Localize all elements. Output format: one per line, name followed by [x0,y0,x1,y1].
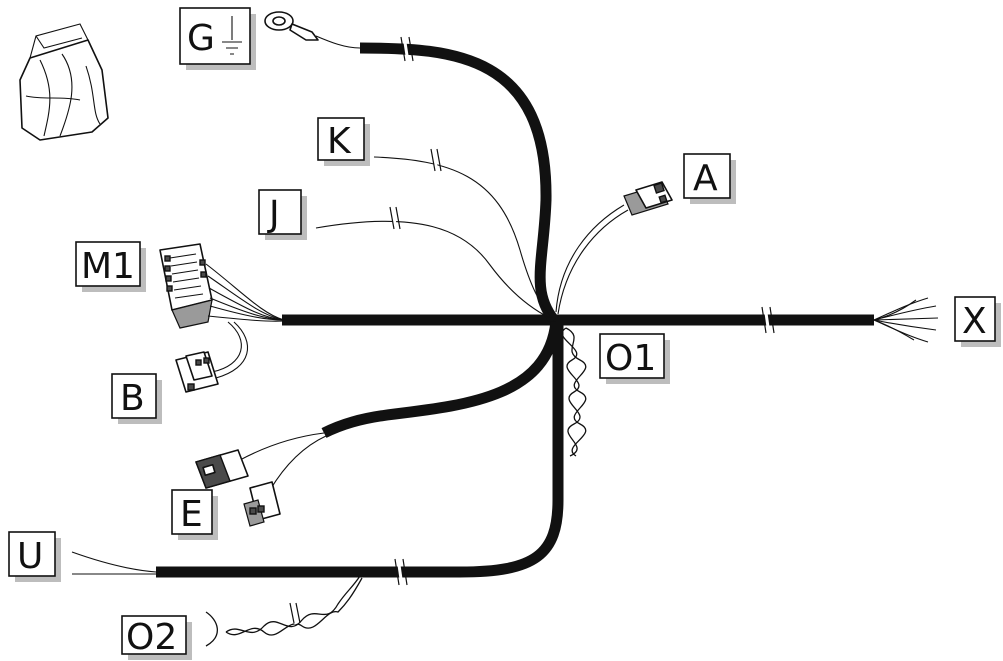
label-j-text: J [267,194,280,235]
cable-trunks [156,42,874,578]
connector-m1 [159,243,285,329]
label-o2-text: O2 [126,617,177,658]
label-u-text: U [17,536,43,577]
connector-b [175,351,219,393]
connector-e1 [195,449,249,489]
cable-breaks [394,35,775,587]
ground-ring-terminal [264,11,361,49]
label-b-text: B [120,378,145,419]
wire-j [315,220,551,319]
label-a: A [683,153,736,204]
thin-wires [315,147,629,319]
label-o1-text: O1 [605,338,656,379]
ground-trunk [359,42,559,324]
label-j: J [258,189,307,240]
label-o2: O2 [121,615,192,660]
label-g-text: G [187,18,215,59]
label-k: K [317,117,370,166]
connector-a [623,181,673,216]
label-m1-text: M1 [81,246,135,287]
label-e: E [171,489,218,540]
ground-symbol-icon [222,16,242,55]
label-x: X [954,296,1001,347]
branch-u [156,322,564,578]
wires-x [873,297,939,343]
label-o1: O1 [599,333,670,384]
wire-k [373,156,553,319]
label-g: G [179,7,256,70]
wire-a [555,204,625,313]
branch-e [321,321,562,438]
label-x-text: X [962,301,987,342]
plastic-bag-icon [19,23,109,141]
label-b: B [111,373,162,424]
label-k-text: K [327,121,352,162]
twisted-pair-o1 [561,327,587,457]
label-m1: M1 [75,241,146,292]
twisted-pair-o2 [205,575,363,647]
label-a-text: A [693,158,718,199]
connector-e2 [243,481,281,527]
wires-b [211,321,249,379]
wires-u [71,551,157,575]
wires-e [239,432,327,491]
label-e-text: E [180,494,203,535]
label-u: U [8,531,61,582]
